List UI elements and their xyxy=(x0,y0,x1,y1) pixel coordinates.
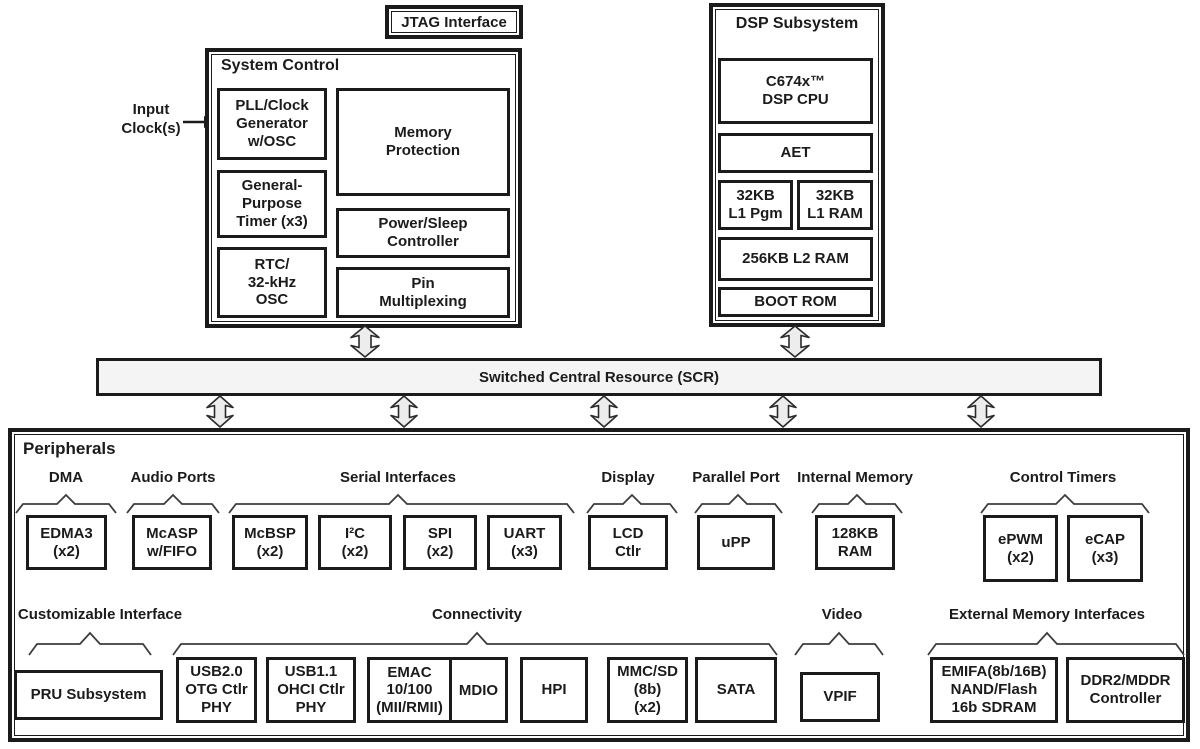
block-lcd-ctlr: LCD Ctlr xyxy=(588,515,668,570)
system-control-title: System Control xyxy=(221,57,340,74)
peripherals-title: Peripherals xyxy=(23,439,116,458)
block-mdio: MDIO xyxy=(458,681,499,699)
block-dsp-cpu: C674x™ DSP CPU xyxy=(718,58,873,124)
bidirectional-arrow-icon xyxy=(390,395,418,428)
connectivity-brace-icon xyxy=(172,631,778,656)
block-i2c: I²C (x2) xyxy=(318,515,392,570)
dsp-subsystem-title: DSP Subsystem xyxy=(735,15,859,32)
system-control-box: System Control PLL/Clock Generator w/OSC… xyxy=(205,48,522,328)
scr-label: Switched Central Resource (SCR) xyxy=(478,368,720,386)
block-l1-pgm: 32KB L1 Pgm xyxy=(718,180,793,230)
block-ecap: eCAP (x3) xyxy=(1067,515,1143,582)
block-hpi: HPI xyxy=(520,657,588,723)
group-label-external-memory: External Memory Interfaces xyxy=(949,606,1145,623)
block-rtc-osc: RTC/ 32-kHz OSC xyxy=(217,247,327,318)
bidirectional-arrow-icon xyxy=(350,325,380,358)
block-mmcsd: MMC/SD (8b) (x2) xyxy=(607,657,688,723)
serial-interfaces-brace-icon xyxy=(228,493,575,514)
group-label-internal-memory: Internal Memory xyxy=(797,469,913,486)
block-uart: UART (x3) xyxy=(487,515,562,570)
dma-brace-icon xyxy=(15,493,117,514)
block-mcbsp: McBSP (x2) xyxy=(232,515,308,570)
dsp-subsystem-box: DSP Subsystem C674x™ DSP CPU AET 32KB L1… xyxy=(709,3,885,327)
group-label-audio-ports: Audio Ports xyxy=(130,469,216,486)
bidirectional-arrow-icon xyxy=(967,395,995,428)
block-power-sleep-controller: Power/Sleep Controller xyxy=(336,208,510,258)
block-pll-clock-generator: PLL/Clock Generator w/OSC xyxy=(217,88,327,160)
group-label-video: Video xyxy=(821,606,863,623)
scr-bar: Switched Central Resource (SCR) xyxy=(96,358,1102,396)
group-label-connectivity: Connectivity xyxy=(431,606,523,623)
block-sata: SATA xyxy=(695,657,777,723)
block-emac: EMAC 10/100 (MII/RMII) xyxy=(370,660,452,720)
audio-ports-brace-icon xyxy=(126,493,220,514)
block-mcasp: McASP w/FIFO xyxy=(132,515,212,570)
block-pru-subsystem: PRU Subsystem xyxy=(14,670,163,720)
bidirectional-arrow-icon xyxy=(769,395,797,428)
jtag-interface-box: JTAG Interface xyxy=(385,5,523,39)
bidirectional-arrow-icon xyxy=(780,325,810,358)
block-vpif: VPIF xyxy=(800,672,880,722)
block-aet: AET xyxy=(718,133,873,173)
block-edma3: EDMA3 (x2) xyxy=(26,515,107,570)
group-label-display: Display xyxy=(601,469,655,486)
bidirectional-arrow-icon xyxy=(590,395,618,428)
bidirectional-arrow-icon xyxy=(206,395,234,428)
external-memory-brace-icon xyxy=(927,631,1185,656)
block-epwm: ePWM (x2) xyxy=(983,515,1058,582)
group-label-parallel-port: Parallel Port xyxy=(692,469,780,486)
block-emifa: EMIFA(8b/16B) NAND/Flash 16b SDRAM xyxy=(930,657,1058,723)
block-usb20: USB2.0 OTG Ctlr PHY xyxy=(176,657,257,723)
block-boot-rom: BOOT ROM xyxy=(718,287,873,317)
peripherals-box: Peripherals DMA Audio Ports Serial Inter… xyxy=(8,428,1190,742)
group-label-serial-interfaces: Serial Interfaces xyxy=(340,469,456,486)
group-label-dma: DMA xyxy=(48,469,84,486)
video-brace-icon xyxy=(794,631,884,656)
block-gp-timer: General- Purpose Timer (x3) xyxy=(217,170,327,238)
internal-memory-brace-icon xyxy=(811,493,903,514)
display-brace-icon xyxy=(586,493,678,514)
customizable-interface-brace-icon xyxy=(28,631,152,656)
block-l1-ram: 32KB L1 RAM xyxy=(797,180,873,230)
input-clocks-label: Input Clock(s) xyxy=(121,101,181,137)
block-memory-protection: Memory Protection xyxy=(336,88,510,196)
block-spi: SPI (x2) xyxy=(403,515,477,570)
jtag-interface-label: JTAG Interface xyxy=(401,13,507,31)
control-timers-brace-icon xyxy=(980,493,1150,514)
block-emac-mdio-group: EMAC 10/100 (MII/RMII) MDIO xyxy=(367,657,508,723)
block-l2-ram: 256KB L2 RAM xyxy=(718,237,873,281)
group-label-control-timers: Control Timers xyxy=(1009,469,1117,486)
block-pin-multiplexing: Pin Multiplexing xyxy=(336,267,510,318)
block-ddr2: DDR2/MDDR Controller xyxy=(1066,657,1185,723)
group-label-customizable-interface: Customizable Interface xyxy=(17,606,183,623)
block-usb11: USB1.1 OHCI Ctlr PHY xyxy=(266,657,356,723)
block-upp: uPP xyxy=(697,515,775,570)
block-128kb-ram: 128KB RAM xyxy=(815,515,895,570)
parallel-port-brace-icon xyxy=(694,493,783,514)
